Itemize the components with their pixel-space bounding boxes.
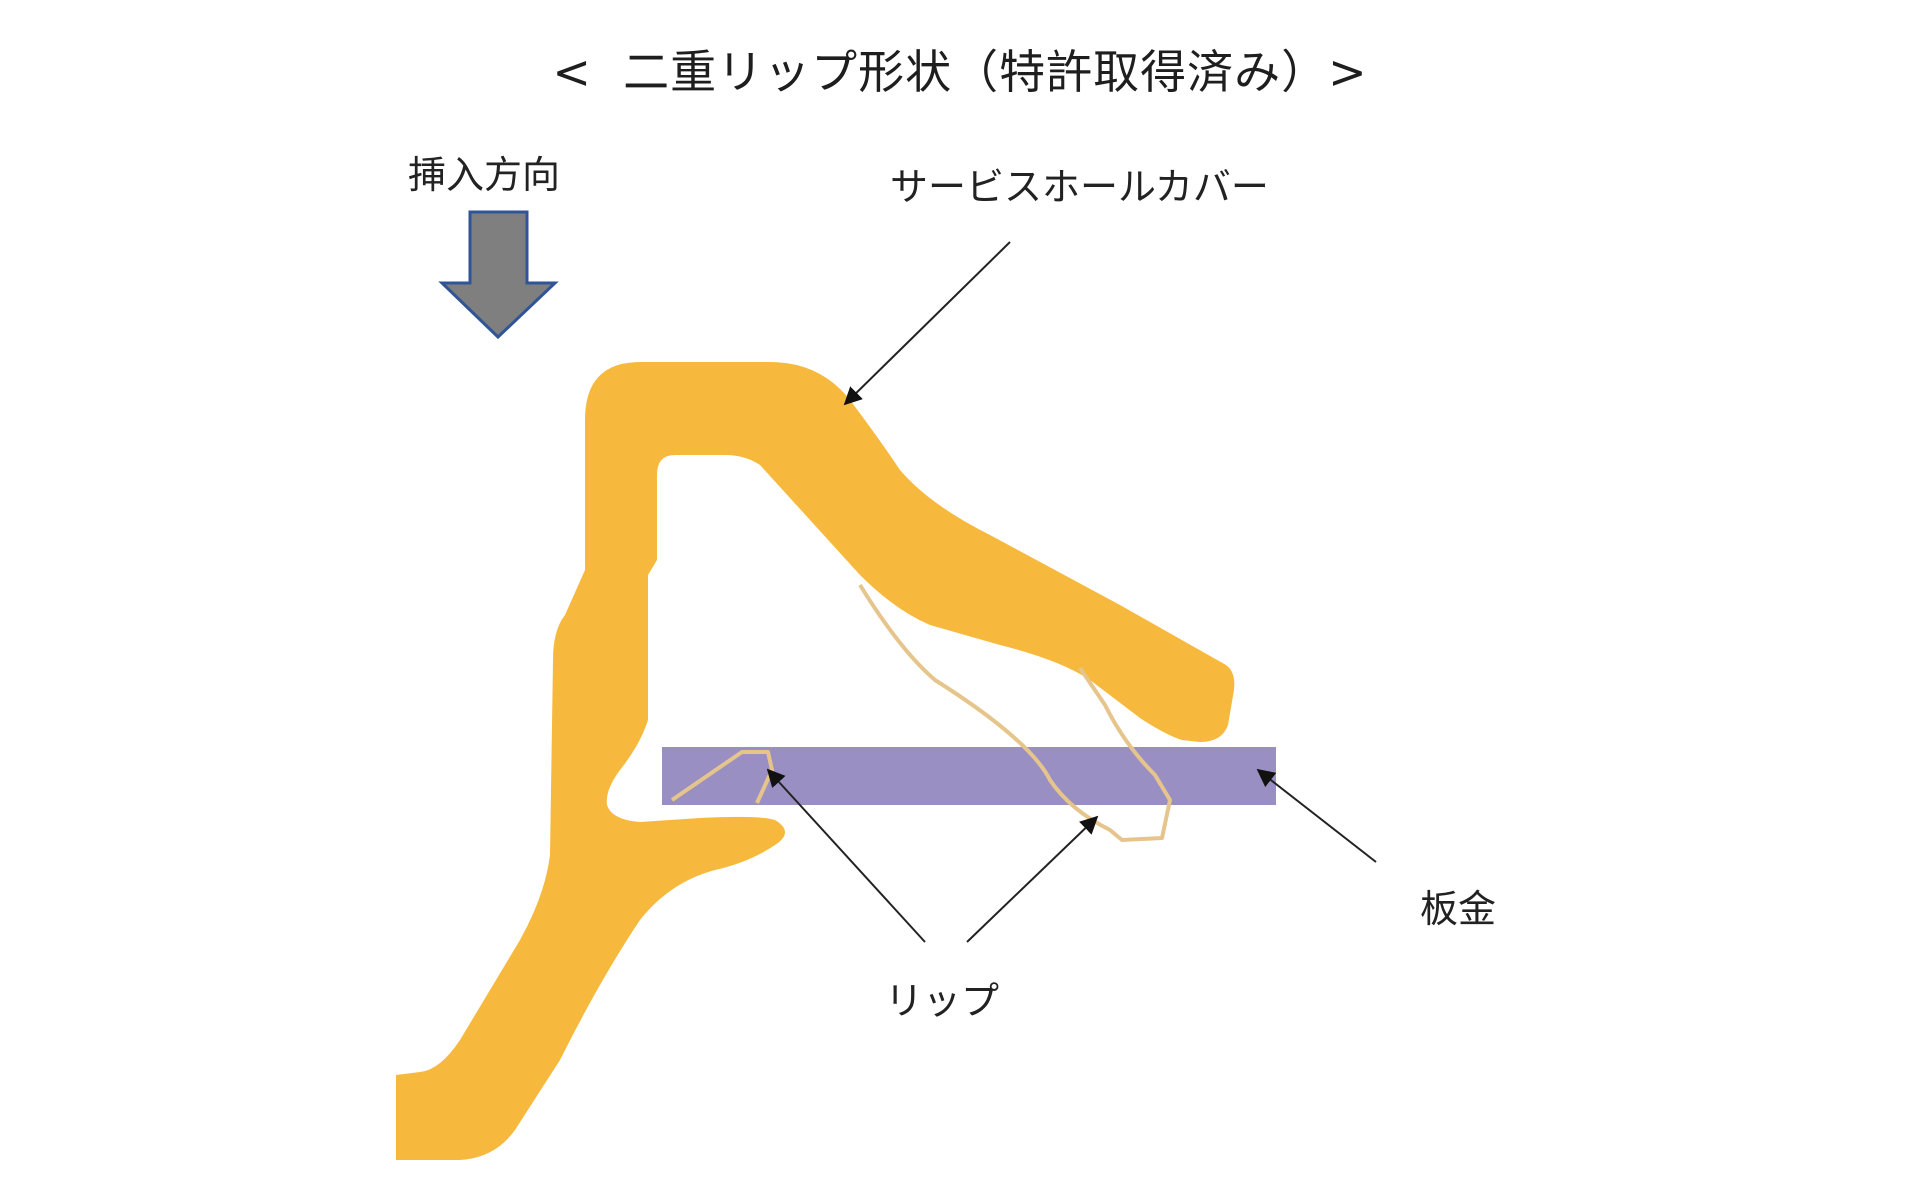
sheet-metal-label: 板金 bbox=[1420, 887, 1497, 931]
lip-label: リップ bbox=[885, 979, 1000, 1023]
outer-lip bbox=[858, 583, 1172, 842]
seal-body-shape bbox=[396, 362, 1235, 1160]
outer-lip-leader-line bbox=[966, 815, 1099, 943]
insertion-direction-label: 挿入方向 bbox=[408, 153, 561, 197]
plate-leader-line bbox=[1256, 768, 1377, 863]
inner-lip-leader-line bbox=[766, 768, 926, 943]
insertion-arrow-icon bbox=[438, 210, 559, 340]
service-hole-cover-label: サービスホールカバー bbox=[890, 165, 1269, 209]
diagram-title: < 二重リップ形状（特許取得済み）> bbox=[552, 45, 1368, 99]
cover-leader-line bbox=[843, 241, 1011, 406]
leader-lines bbox=[766, 241, 1377, 943]
sheet-metal-plate bbox=[662, 747, 1276, 805]
